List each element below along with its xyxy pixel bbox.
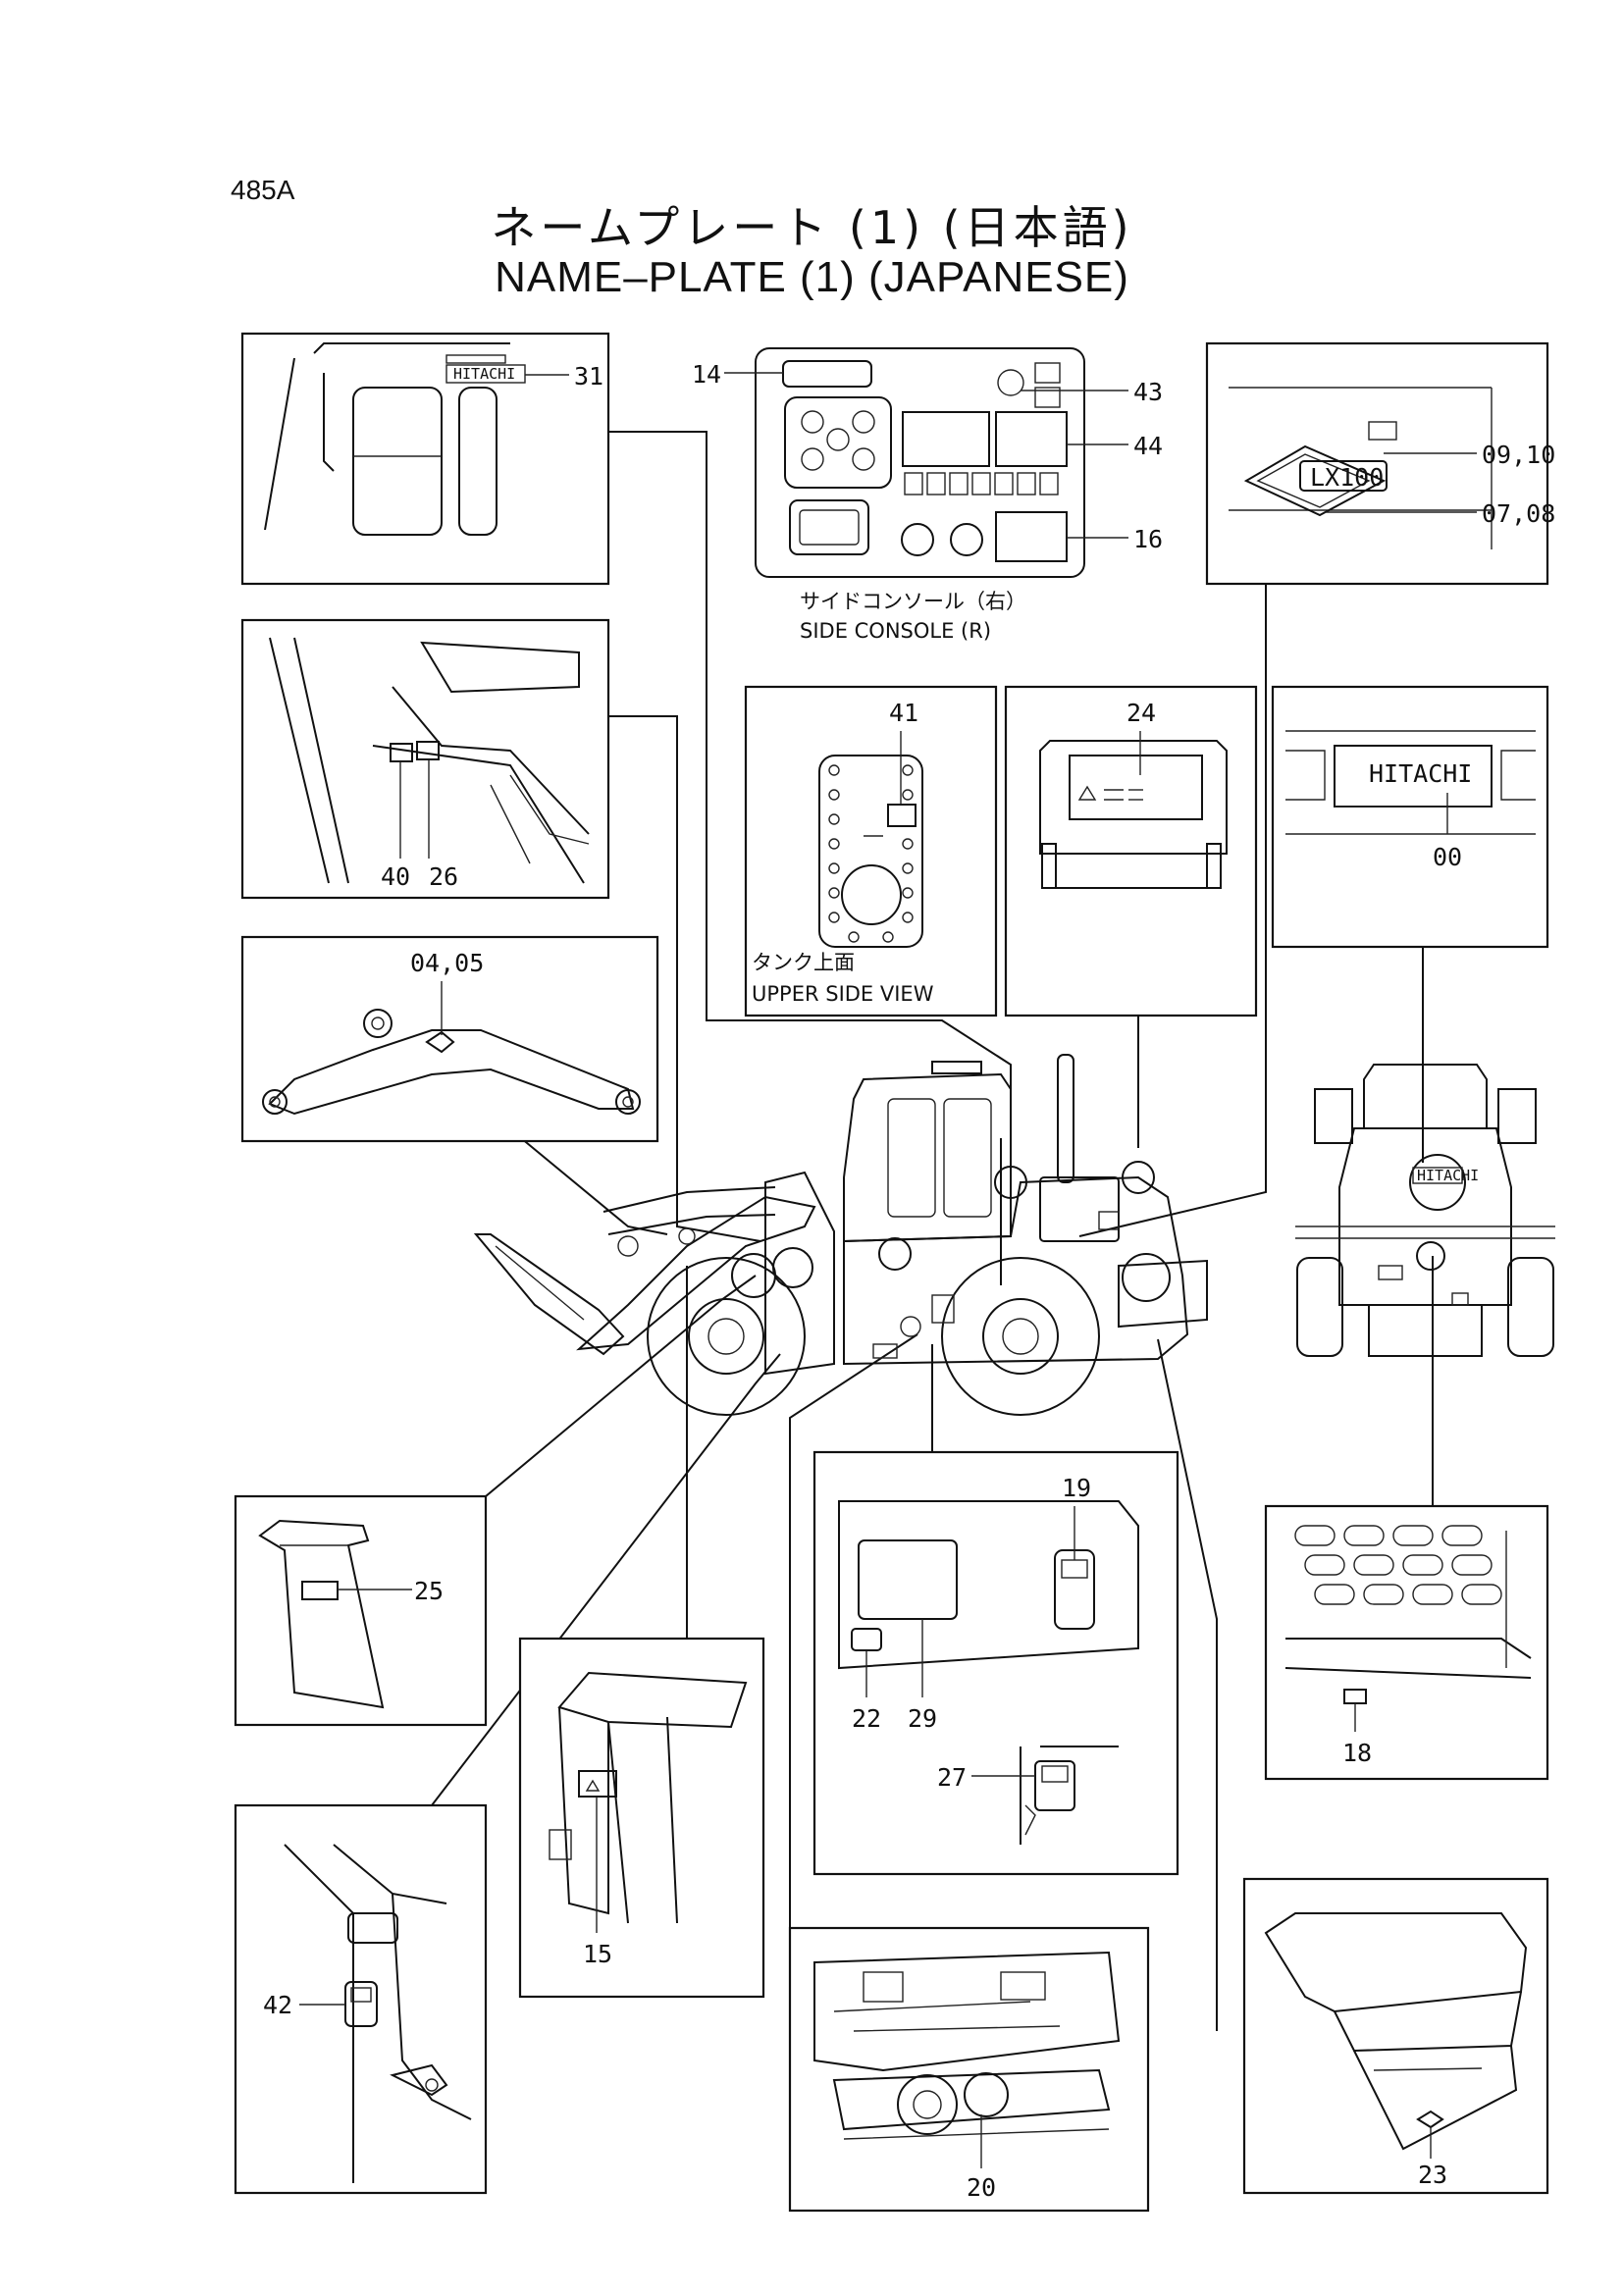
callout-24: 24 xyxy=(1126,699,1156,727)
callout-04-05: 04,05 xyxy=(410,949,484,977)
detail-step: 23 xyxy=(1242,1877,1549,2195)
detail-frame-lower: 42 xyxy=(234,1803,488,2195)
callout-20: 20 xyxy=(967,2173,996,2202)
callout-29: 29 xyxy=(908,1704,937,1733)
rear-logo-text: HITACHI xyxy=(1369,759,1472,788)
callout-07-08: 07,08 xyxy=(1482,499,1555,528)
title-japanese: ネームプレート (1) (日本語) xyxy=(491,201,1133,254)
callout-41: 41 xyxy=(889,699,918,727)
detail-battery-box: 15 xyxy=(518,1637,765,1999)
callout-31: 31 xyxy=(574,362,603,391)
detail-model-decal: LX100 09,10 07,08 xyxy=(1205,341,1555,586)
title-english: NAME–PLATE (1) (JAPANESE) xyxy=(495,253,1129,301)
callout-15: 15 xyxy=(583,1940,612,1968)
wheel-loader-rear-view: HITACHI xyxy=(1295,1064,1555,1357)
detail-fender: 25 xyxy=(234,1494,488,1727)
tank-top-caption-en: UPPER SIDE VIEW xyxy=(752,982,934,1006)
detail-panel-cover: 24 xyxy=(1004,685,1258,1017)
tank-top-caption-jp: タンク上面 xyxy=(752,951,855,974)
callout-40: 40 xyxy=(381,862,410,891)
callout-23: 23 xyxy=(1418,2161,1447,2189)
detail-side-panel: 19 22 29 27 xyxy=(812,1450,1179,1876)
callout-26: 26 xyxy=(429,862,458,891)
detail-rear-grille: 18 xyxy=(1264,1504,1549,1781)
callout-25: 25 xyxy=(414,1577,444,1605)
rear-view-logo: HITACHI xyxy=(1417,1167,1479,1184)
callout-43: 43 xyxy=(1133,378,1163,406)
detail-axle: 20 xyxy=(788,1926,1150,2213)
callout-22: 22 xyxy=(852,1704,881,1733)
page-code: 485A xyxy=(231,175,295,205)
callout-14: 14 xyxy=(692,360,721,389)
model-decal-text: LX100 xyxy=(1310,463,1384,492)
leader-lines xyxy=(431,431,1434,2031)
callout-18: 18 xyxy=(1342,1739,1372,1767)
detail-cab-roof: HITACHI 31 xyxy=(240,332,610,586)
detail-side-console: 14 43 44 16 サイドコンソール（右） SIDE CONSOLE (R) xyxy=(692,347,1163,643)
callout-19: 19 xyxy=(1062,1474,1091,1502)
callout-16: 16 xyxy=(1133,525,1163,553)
wheel-loader-side-view xyxy=(473,1054,1208,1416)
detail-rear-logo: HITACHI 00 xyxy=(1271,685,1549,949)
detail-boom: 04,05 xyxy=(240,935,659,1143)
callout-27: 27 xyxy=(937,1763,967,1792)
callout-00: 00 xyxy=(1433,843,1462,871)
cab-roof-logo: HITACHI xyxy=(453,365,515,383)
side-console-caption-en: SIDE CONSOLE (R) xyxy=(800,619,991,643)
callout-42: 42 xyxy=(263,1991,292,2019)
side-console-caption-jp: サイドコンソール（右） xyxy=(800,590,1026,613)
detail-tank-top: 41 タンク上面 UPPER SIDE VIEW xyxy=(744,685,998,1017)
callout-44: 44 xyxy=(1133,432,1163,460)
callout-09-10: 09,10 xyxy=(1482,441,1555,469)
detail-cab-interior: 40 26 xyxy=(240,618,610,900)
